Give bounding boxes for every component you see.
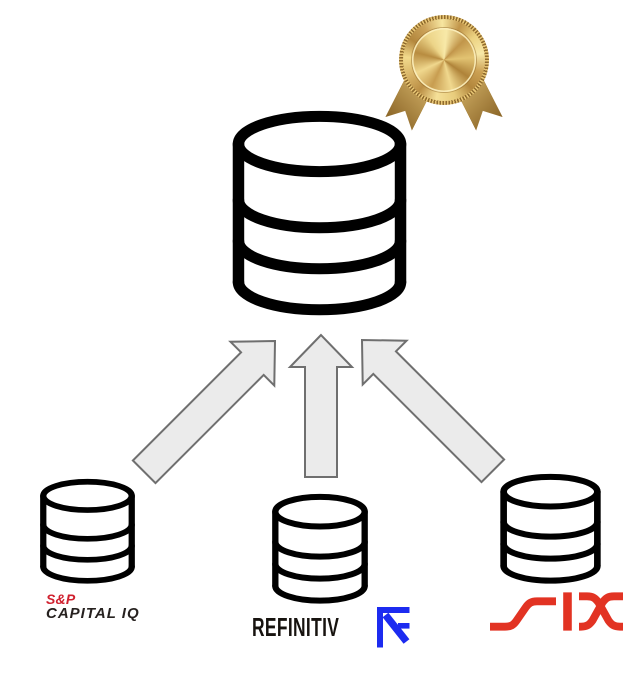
six-wordmark-icon [490,592,623,631]
refinitiv-flag-icon [377,607,410,648]
central-database-icon [227,111,412,316]
refinitiv-database-icon [269,494,371,604]
arrow-up-from-sp-icon [131,339,277,485]
refinitiv-logo: REFINITIV [252,614,382,640]
medal-center-disk [412,28,476,92]
arrow-up-from-six-icon [360,338,506,484]
medal-face [403,19,485,101]
sp-capital-iq-database-icon [37,479,138,584]
refinitiv-wordmark: REFINITIV [252,612,340,642]
sp-logo-line2: CAPITAL IQ [46,605,140,622]
medal-serrated-ring [399,15,489,105]
six-database-icon [497,474,604,584]
arrow-up-from-refinitiv-icon [287,333,355,478]
sp-capital-iq-logo: S&P CAPITAL IQ [46,592,140,621]
sp-logo-line1: S&P [46,591,76,607]
gold-medal-rosette-icon [398,14,490,138]
